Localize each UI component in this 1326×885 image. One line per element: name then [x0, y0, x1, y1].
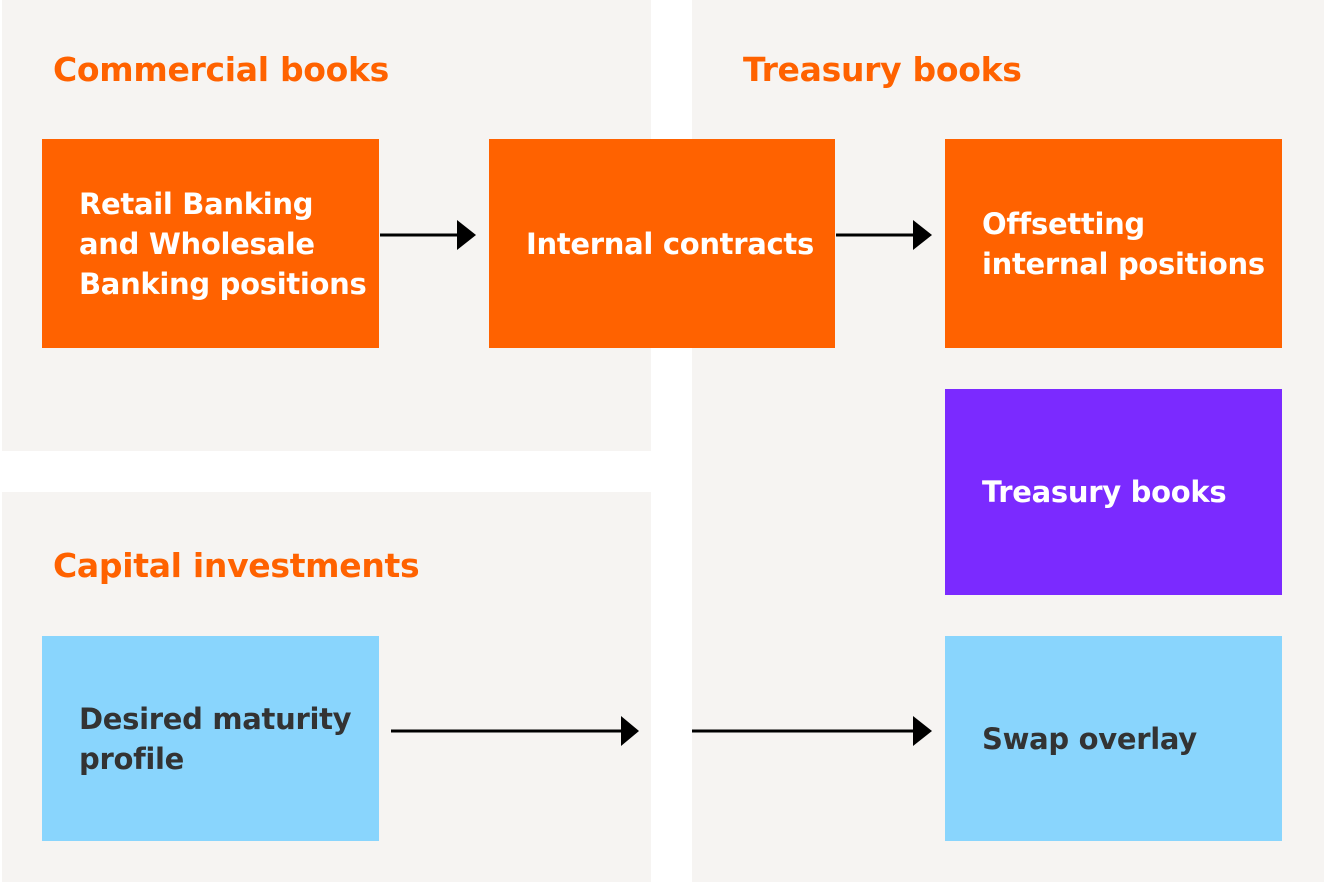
offsetting-internal-positions-box: Offsetting internal positions	[945, 139, 1282, 348]
commercial-books-title: Commercial books	[53, 50, 390, 89]
desired-maturity-profile-label: Desired maturity profile	[79, 701, 352, 776]
treasury-books-title: Treasury books	[743, 50, 1022, 89]
arrow-internal-to-offsetting	[836, 220, 932, 250]
treasury-books-box-label: Treasury books	[982, 475, 1227, 509]
swap-overlay-box: Swap overlay	[945, 636, 1282, 841]
treasury-books-box: Treasury books	[945, 389, 1282, 595]
retail-wholesale-positions-label: Retail Banking and Wholesale Banking pos…	[79, 186, 367, 301]
capital-investments-title: Capital investments	[53, 546, 420, 585]
arrow-retail-to-internal	[380, 220, 476, 250]
swap-overlay-label: Swap overlay	[982, 721, 1197, 756]
retail-wholesale-positions-box: Retail Banking and Wholesale Banking pos…	[42, 139, 379, 348]
arrow-panel-edge-to-swap	[692, 716, 932, 746]
internal-contracts-label: Internal contracts	[526, 226, 814, 261]
desired-maturity-profile-box: Desired maturity profile	[42, 636, 379, 841]
internal-contracts-box: Internal contracts	[489, 139, 835, 348]
offsetting-internal-positions-label: Offsetting internal positions	[982, 206, 1265, 281]
arrow-maturity-to-panel-edge	[391, 716, 639, 746]
